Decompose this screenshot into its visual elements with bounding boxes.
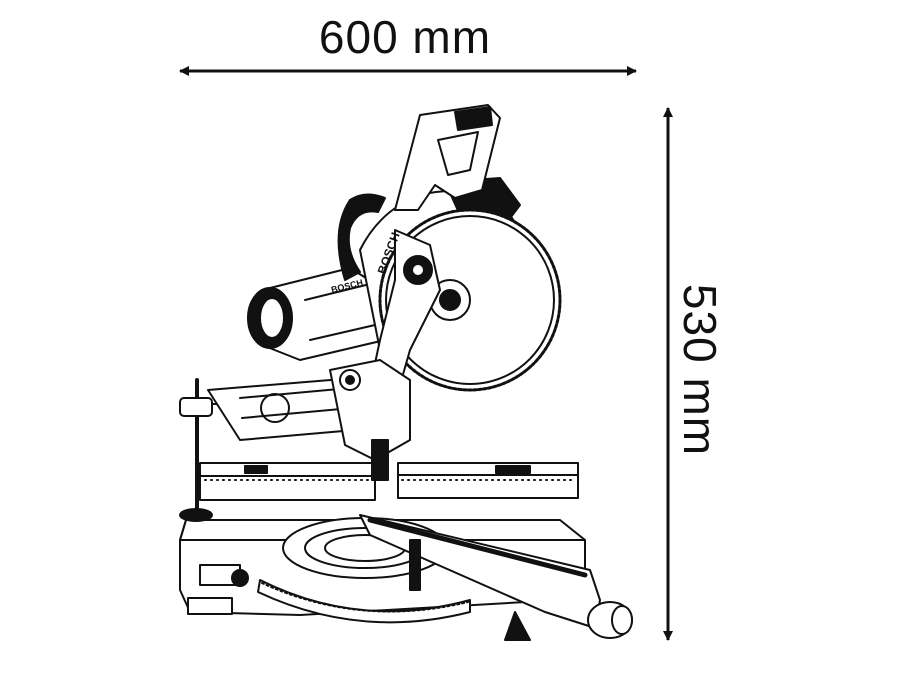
right-fence — [397, 462, 579, 499]
left-fence — [199, 462, 376, 501]
width-dimension-label: 600 mm — [318, 11, 492, 63]
front-extension-arm — [359, 514, 633, 641]
side-handle — [337, 193, 386, 281]
workpiece-clamp — [179, 378, 241, 522]
motor-housing: BOSCH — [247, 267, 386, 361]
top-handle — [394, 104, 501, 211]
pivot-assembly — [329, 359, 411, 481]
